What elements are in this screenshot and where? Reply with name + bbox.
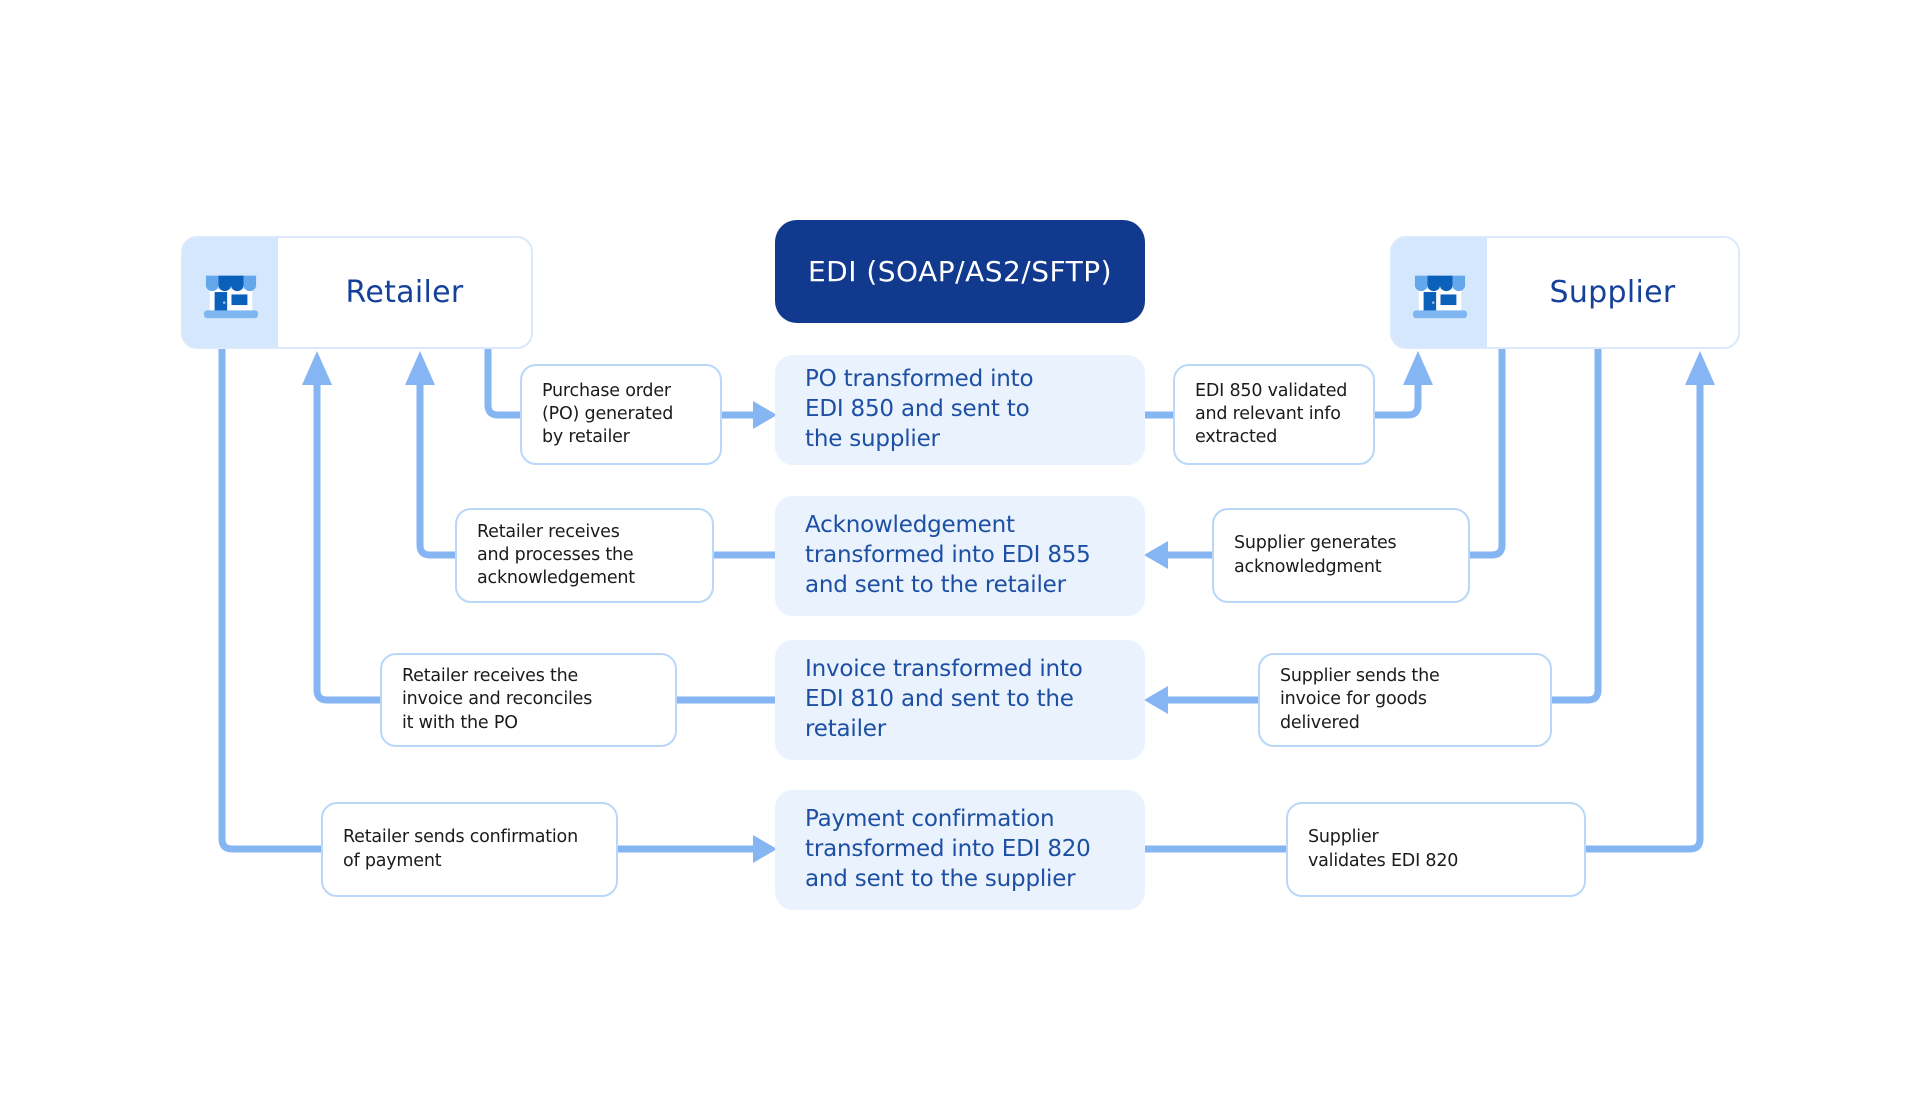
retailer-label: Retailer [345, 275, 464, 310]
edi-protocol-banner: EDI (SOAP/AS2/SFTP) [775, 220, 1145, 323]
step-po-transformed-edi850: PO transformed into EDI 850 and sent to … [775, 355, 1145, 465]
step-payment-transformed-edi820: Payment confirmation transformed into ED… [775, 790, 1145, 910]
storefront-icon [203, 275, 258, 318]
step-supplier-sends-invoice: Supplier sends the invoice for goods del… [1258, 653, 1552, 747]
supplier-icon-panel [1392, 238, 1487, 347]
step-ack-transformed-edi855: Acknowledgement transformed into EDI 855… [775, 496, 1145, 616]
supplier-label: Supplier [1549, 275, 1676, 310]
retailer-station: Retailer [181, 236, 533, 349]
step-invoice-transformed-edi810: Invoice transformed into EDI 810 and sen… [775, 640, 1145, 760]
storefront-icon [1412, 275, 1467, 318]
step-retailer-reconciles-invoice: Retailer receives the invoice and reconc… [380, 653, 677, 747]
supplier-station: Supplier [1390, 236, 1740, 349]
step-retailer-sends-payment-confirmation: Retailer sends confirmation of payment [321, 802, 618, 897]
step-retailer-processes-ack: Retailer receives and processes the ackn… [455, 508, 714, 603]
retailer-icon-panel [183, 238, 278, 347]
step-supplier-validates-edi820: Supplier validates EDI 820 [1286, 802, 1586, 897]
step-supplier-generates-ack: Supplier generates acknowledgment [1212, 508, 1470, 603]
arrowheads [302, 351, 1715, 863]
step-purchase-order-generated: Purchase order (PO) generated by retaile… [520, 364, 722, 465]
step-edi850-validated: EDI 850 validated and relevant info extr… [1173, 364, 1375, 465]
